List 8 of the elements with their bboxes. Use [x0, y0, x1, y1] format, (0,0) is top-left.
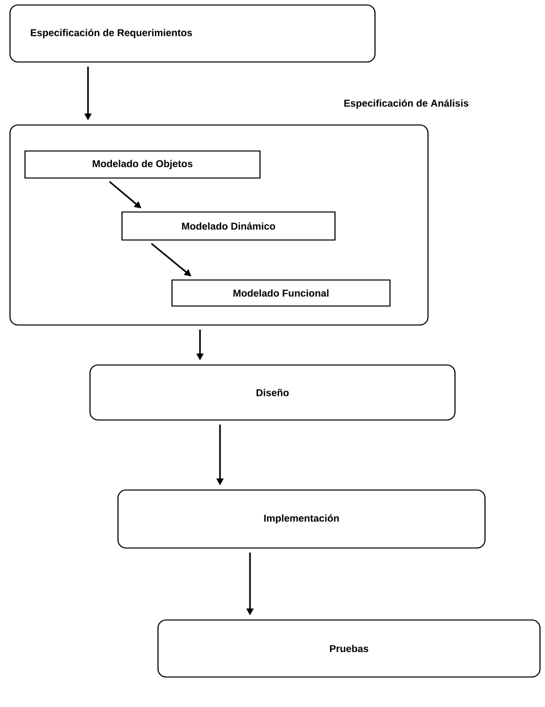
process-box: Pruebas [157, 619, 541, 678]
process-box: Modelado Dinámico [121, 211, 336, 241]
process-box: Modelado de Objetos [24, 150, 261, 179]
node-label: Especificación de Análisis [344, 99, 468, 109]
process-box: Implementación [117, 489, 486, 549]
process-box: Diseño [89, 364, 456, 421]
process-box: Especificación de Requerimientos [9, 4, 376, 63]
process-box: Modelado Funcional [171, 279, 391, 307]
